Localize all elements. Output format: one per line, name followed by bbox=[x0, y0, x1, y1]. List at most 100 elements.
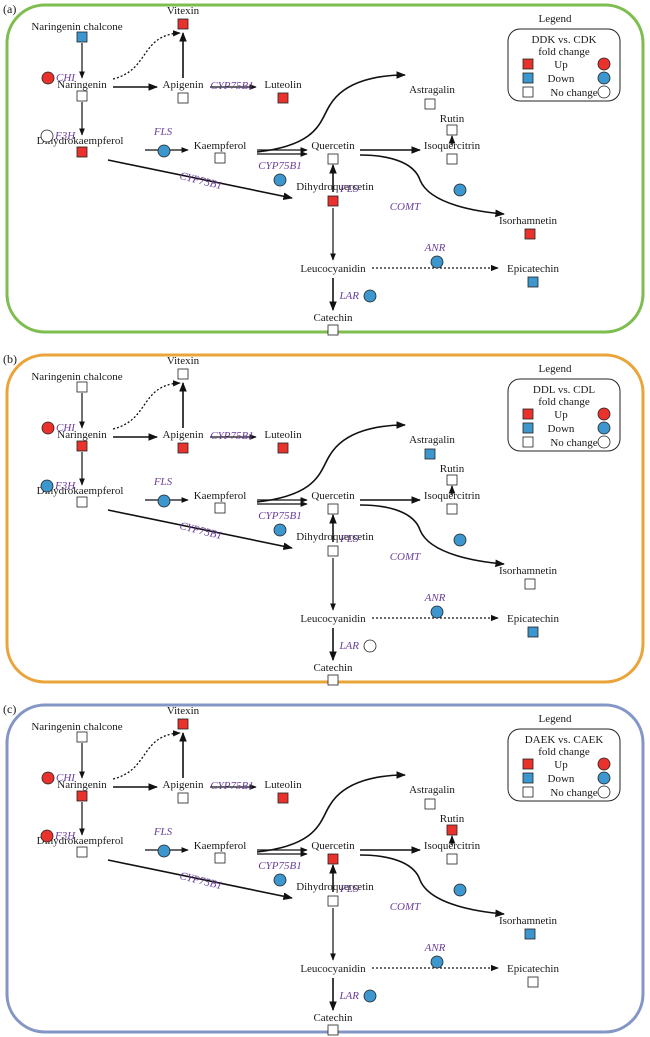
metabolite-label: Kaempferol bbox=[194, 140, 247, 152]
legend-square-none bbox=[522, 786, 534, 798]
enzyme-fls2: FLS bbox=[339, 183, 359, 195]
status-square-up bbox=[76, 440, 88, 452]
metabolite-catechin: Catechin bbox=[313, 1012, 353, 1036]
status-circle-up bbox=[41, 771, 55, 785]
reaction-arrow bbox=[112, 730, 181, 780]
legend-circle-down bbox=[597, 771, 611, 785]
status-square-up bbox=[327, 195, 339, 207]
status-square-up bbox=[327, 853, 339, 865]
status-circle-down bbox=[453, 883, 467, 897]
status-square-up bbox=[76, 146, 88, 158]
reaction-arrow bbox=[359, 854, 505, 918]
enzyme-label: ANR bbox=[424, 242, 446, 254]
status-square-none bbox=[327, 324, 339, 336]
enzyme-cyp_dd: CYP75B1 bbox=[178, 870, 223, 892]
enzyme-chi: CHI bbox=[41, 71, 76, 85]
metabolite-kaempferol: Kaempferol bbox=[194, 490, 246, 514]
legend-circle-none bbox=[597, 785, 611, 799]
enzyme-comt: COMT bbox=[390, 183, 467, 213]
metabolite-naringenin: Naringenin bbox=[57, 429, 107, 452]
enzyme-cyp_api: CYP75B1 bbox=[210, 430, 253, 442]
metabolite-label: Rutin bbox=[440, 813, 465, 825]
status-square-none bbox=[446, 153, 458, 165]
enzyme-lar: LAR bbox=[338, 639, 377, 653]
enzyme-label: FLS bbox=[153, 826, 173, 838]
metabolite-rutin: Rutin bbox=[440, 813, 465, 836]
metabolite-naringenin: Naringenin bbox=[57, 779, 107, 802]
enzyme-f3h: F3H bbox=[40, 829, 76, 843]
status-square-down bbox=[527, 626, 539, 638]
status-square-none bbox=[446, 474, 458, 486]
enzyme-label: COMT bbox=[390, 551, 421, 563]
legend-comparison: DDK vs. CDK bbox=[531, 34, 596, 46]
status-square-none bbox=[177, 368, 189, 380]
metabolite-kaempferol: Kaempferol bbox=[194, 140, 247, 164]
metabolite-luteolin: Luteolin bbox=[264, 429, 302, 454]
enzyme-cyp_kq: CYP75B1 bbox=[258, 860, 302, 887]
status-circle-down bbox=[453, 183, 467, 197]
status-square-up bbox=[177, 18, 189, 30]
legend-label-up: Up bbox=[554, 409, 568, 421]
legend-comparison: DDL vs. CDL bbox=[533, 384, 596, 396]
metabolite-rutin: Rutin bbox=[440, 113, 465, 136]
enzyme-label: F3H bbox=[54, 130, 76, 142]
metabolite-leucocyanidin: Leucocyanidin bbox=[300, 263, 366, 275]
legend-box bbox=[507, 28, 621, 102]
legend-box bbox=[507, 728, 621, 802]
status-square-none bbox=[76, 381, 88, 393]
enzyme-label: CHI bbox=[56, 72, 76, 84]
metabolite-label: Isoquercitrin bbox=[424, 840, 481, 852]
enzyme-label: CYP75B1 bbox=[178, 520, 223, 542]
metabolite-label: Isoquercitrin bbox=[424, 490, 481, 502]
metabolite-leucocyanidin: Leucocyanidin bbox=[300, 963, 366, 975]
metabolite-label: Rutin bbox=[440, 113, 465, 125]
status-square-up bbox=[446, 824, 458, 836]
metabolite-apigenin: Apigenin bbox=[163, 779, 204, 804]
status-circle-down bbox=[430, 955, 444, 969]
legend-square-up bbox=[522, 758, 534, 770]
metabolite-dhk: Dihydrokaempferol bbox=[37, 135, 124, 158]
status-circle-down bbox=[453, 533, 467, 547]
status-circle-down bbox=[430, 605, 444, 619]
enzyme-cyp_kq: CYP75B1 bbox=[258, 510, 302, 537]
metabolite-label: Epicatechin bbox=[507, 963, 559, 975]
metabolite-label: Vitexin bbox=[167, 5, 200, 17]
enzyme-anr: ANR bbox=[424, 242, 446, 269]
enzyme-label: ANR bbox=[424, 942, 446, 954]
panel-border bbox=[5, 353, 645, 684]
enzyme-fls2: FLS bbox=[339, 533, 359, 545]
enzyme-label: LAR bbox=[338, 290, 359, 302]
enzyme-label: CYP75B1 bbox=[178, 170, 223, 192]
metabolite-label: Naringenin chalcone bbox=[31, 21, 122, 33]
metabolite-label: Catechin bbox=[313, 1012, 353, 1024]
metabolite-label: Apigenin bbox=[163, 779, 204, 791]
status-square-down bbox=[424, 448, 436, 460]
legend-circle-up bbox=[597, 57, 611, 71]
metabolite-label: Dihydrokaempferol bbox=[37, 135, 124, 147]
metabolite-label: Catechin bbox=[313, 312, 353, 324]
enzyme-comt: COMT bbox=[390, 883, 467, 913]
status-square-down bbox=[76, 31, 88, 43]
legend-square-up bbox=[522, 408, 534, 420]
enzyme-label: LAR bbox=[338, 990, 359, 1002]
enzyme-comt: COMT bbox=[390, 533, 467, 563]
metabolite-luteolin: Luteolin bbox=[264, 79, 302, 104]
status-square-up bbox=[177, 442, 189, 454]
status-square-none bbox=[177, 92, 189, 104]
enzyme-label: FLS bbox=[153, 476, 173, 488]
metabolite-label: Naringenin chalcone bbox=[31, 371, 122, 383]
legend-label-down: Down bbox=[548, 423, 575, 435]
metabolite-label: Naringenin bbox=[57, 429, 107, 441]
metabolite-label: Leucocyanidin bbox=[300, 263, 366, 275]
enzyme-label: ANR bbox=[424, 592, 446, 604]
metabolite-isoquercitrin: Isoquercitrin bbox=[424, 490, 481, 515]
status-square-up bbox=[277, 92, 289, 104]
metabolite-luteolin: Luteolin bbox=[264, 779, 302, 804]
metabolite-label: Naringenin bbox=[57, 779, 107, 791]
legend-title: Legend bbox=[539, 363, 572, 375]
legend-circle-none bbox=[597, 435, 611, 449]
enzyme-fls2: FLS bbox=[339, 883, 359, 895]
metabolite-label: Apigenin bbox=[163, 429, 204, 441]
status-circle-none bbox=[40, 129, 54, 143]
legend-square-down bbox=[522, 772, 534, 784]
